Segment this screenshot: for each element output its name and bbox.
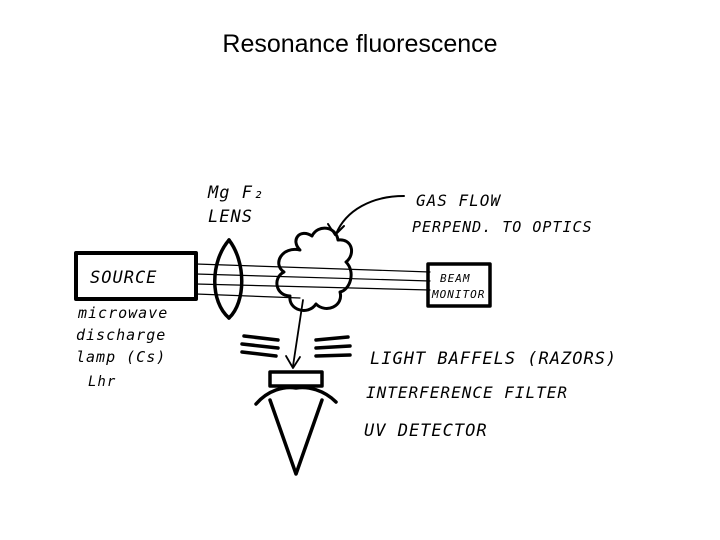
source-note-line1: microwave: [77, 304, 168, 322]
light-baffles: [240, 334, 352, 358]
gas-flow-label-line2: PERPEND. TO OPTICS: [412, 218, 593, 236]
gas-flow-arrow: [327, 195, 405, 236]
gas-cloud: [275, 226, 354, 312]
light-beam: [195, 263, 431, 299]
baffles-label: LIGHT BAFFELS (RAZORS): [370, 349, 617, 369]
beam-monitor-label-line1: BEAM: [440, 272, 471, 285]
lens-icon: [213, 238, 244, 320]
interference-filter: [268, 370, 324, 388]
detector-label: UV DETECTOR: [364, 421, 488, 441]
source-box: [74, 251, 198, 301]
beam-monitor-label-line2: MONITOR: [431, 288, 485, 301]
filter-label: INTERFERENCE FILTER: [366, 383, 568, 402]
source-label: SOURCE: [90, 268, 157, 288]
slide-title: Resonance fluorescence: [222, 30, 498, 58]
gas-flow-label-line1: GAS FLOW: [416, 191, 501, 210]
source-note-line2: discharge: [76, 326, 166, 344]
lens-label-line2: LENS: [208, 207, 253, 227]
source-note-line3: lamp (Cs): [76, 348, 166, 366]
fluorescence-arrow: [285, 299, 304, 369]
source-note-line4: Lhr: [88, 374, 116, 390]
lens-label-line1: Mg F₂: [207, 183, 264, 203]
uv-detector-icon: [254, 385, 338, 476]
beam-monitor-box: [426, 262, 492, 308]
